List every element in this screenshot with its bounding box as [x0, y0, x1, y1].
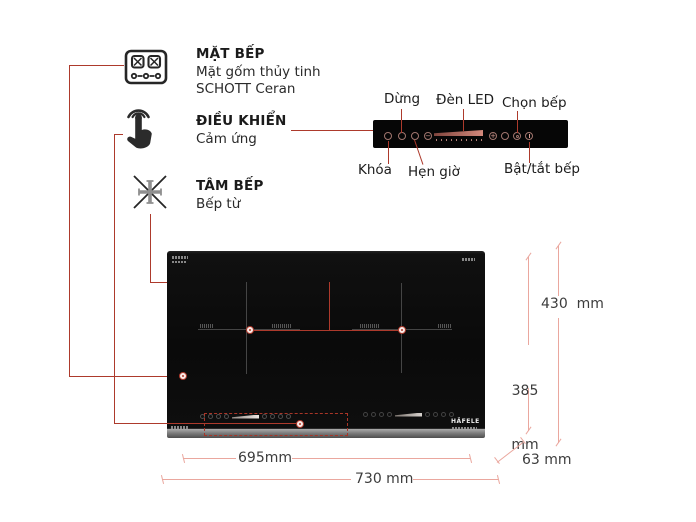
callout-marker-control	[296, 420, 304, 428]
dim-line-730	[162, 479, 351, 480]
lock-icon	[384, 132, 392, 140]
connector-line	[114, 134, 115, 423]
zone-select-icon	[513, 132, 521, 140]
panel-label-power: Bật/tắt bếp	[504, 161, 580, 177]
led-slider-dots	[436, 139, 482, 141]
control-zone-highlight	[204, 413, 348, 436]
hob-slider	[232, 414, 259, 419]
timer-icon	[411, 132, 419, 140]
feature-center-title: TÂM BẾP	[196, 178, 264, 194]
min-distance-print	[200, 324, 214, 328]
connector-line	[69, 376, 181, 377]
corner-print	[462, 258, 475, 261]
dim-label-385-unit: mm	[511, 437, 539, 453]
dim-label-695: 695mm	[238, 450, 292, 466]
leader-line-select	[517, 111, 518, 133]
dim-line-430	[558, 246, 559, 296]
connector-line	[329, 282, 330, 330]
feature-control: ĐIỀU KHIỂN Cảm ứng	[196, 113, 287, 148]
minus-icon	[424, 132, 432, 140]
callout-marker-burner-right	[398, 326, 406, 334]
dim-line-385	[528, 257, 529, 345]
dim-tick	[555, 438, 562, 447]
feature-control-desc: Cảm ứng	[196, 130, 257, 147]
brand-logo: HÄFELE	[451, 418, 480, 425]
min-distance-print	[272, 324, 292, 328]
callout-marker-surface	[179, 372, 187, 380]
schott-logo-print	[172, 261, 186, 263]
dim-line-730	[413, 479, 498, 480]
dim-line-385	[528, 388, 529, 431]
dim-label-385-value: 385	[511, 383, 539, 399]
leader-line-stop	[401, 109, 402, 133]
power-icon	[525, 132, 533, 140]
bottom-left-print	[171, 426, 188, 429]
min-distance-print	[438, 324, 452, 328]
leader-line-lock	[388, 141, 389, 164]
panel-label-timer: Hẹn giờ	[408, 164, 460, 180]
connector-line	[251, 330, 401, 331]
touch-control-icon	[127, 109, 152, 149]
hob-control-cluster-right	[363, 412, 454, 417]
stop-icon	[398, 132, 406, 140]
plus-icon	[489, 132, 497, 140]
schott-logo-print	[172, 256, 188, 259]
hob-control-cluster-left	[200, 414, 291, 419]
panel-label-select: Chọn bếp	[502, 95, 567, 111]
connector-line	[114, 134, 123, 135]
connector-line	[150, 214, 151, 282]
cooktop-body	[167, 251, 485, 428]
dim-label-730: 730 mm	[355, 471, 414, 487]
feature-surface-desc2: SCHOTT Ceran	[196, 81, 296, 97]
min-distance-print	[360, 324, 380, 328]
hob-slider	[395, 412, 422, 417]
feature-surface: MẶT BẾP Mặt gốm thủy tinh SCHOTT Ceran	[196, 46, 321, 99]
panel-label-lock: Khóa	[358, 162, 392, 178]
callout-marker-burner-left	[246, 326, 254, 334]
pause-icon	[501, 132, 509, 140]
dim-line-695	[183, 458, 236, 459]
connector-line	[69, 65, 124, 66]
dim-tick	[468, 454, 473, 463]
panel-label-led: Đèn LED	[436, 92, 495, 108]
connector-line	[69, 65, 70, 376]
leader-line-power	[529, 142, 530, 163]
feature-control-title: ĐIỀU KHIỂN	[196, 113, 287, 129]
burner-center-icon	[133, 175, 167, 209]
cooktop-surface-icon	[124, 49, 168, 85]
panel-label-stop: Dừng	[384, 91, 421, 107]
connector-line	[114, 423, 298, 424]
feature-surface-title: MẶT BẾP	[196, 46, 265, 62]
dim-label-63: 63 mm	[522, 452, 572, 468]
dim-label-430: 430 mm	[541, 296, 604, 312]
dim-tick	[496, 475, 501, 484]
connector-line	[291, 130, 373, 131]
model-print	[452, 427, 477, 429]
dim-label-385: 385 mm	[508, 346, 542, 490]
feature-center: TÂM BẾP Bếp từ	[196, 178, 264, 213]
feature-surface-desc1: Mặt gốm thủy tinh	[196, 63, 321, 80]
cooktop-base-edge	[167, 428, 485, 438]
leader-line-led	[463, 109, 464, 131]
dim-line-430	[558, 318, 559, 443]
feature-center-desc: Bếp từ	[196, 195, 241, 212]
led-power-slider	[434, 130, 483, 136]
dim-line-695	[292, 458, 470, 459]
